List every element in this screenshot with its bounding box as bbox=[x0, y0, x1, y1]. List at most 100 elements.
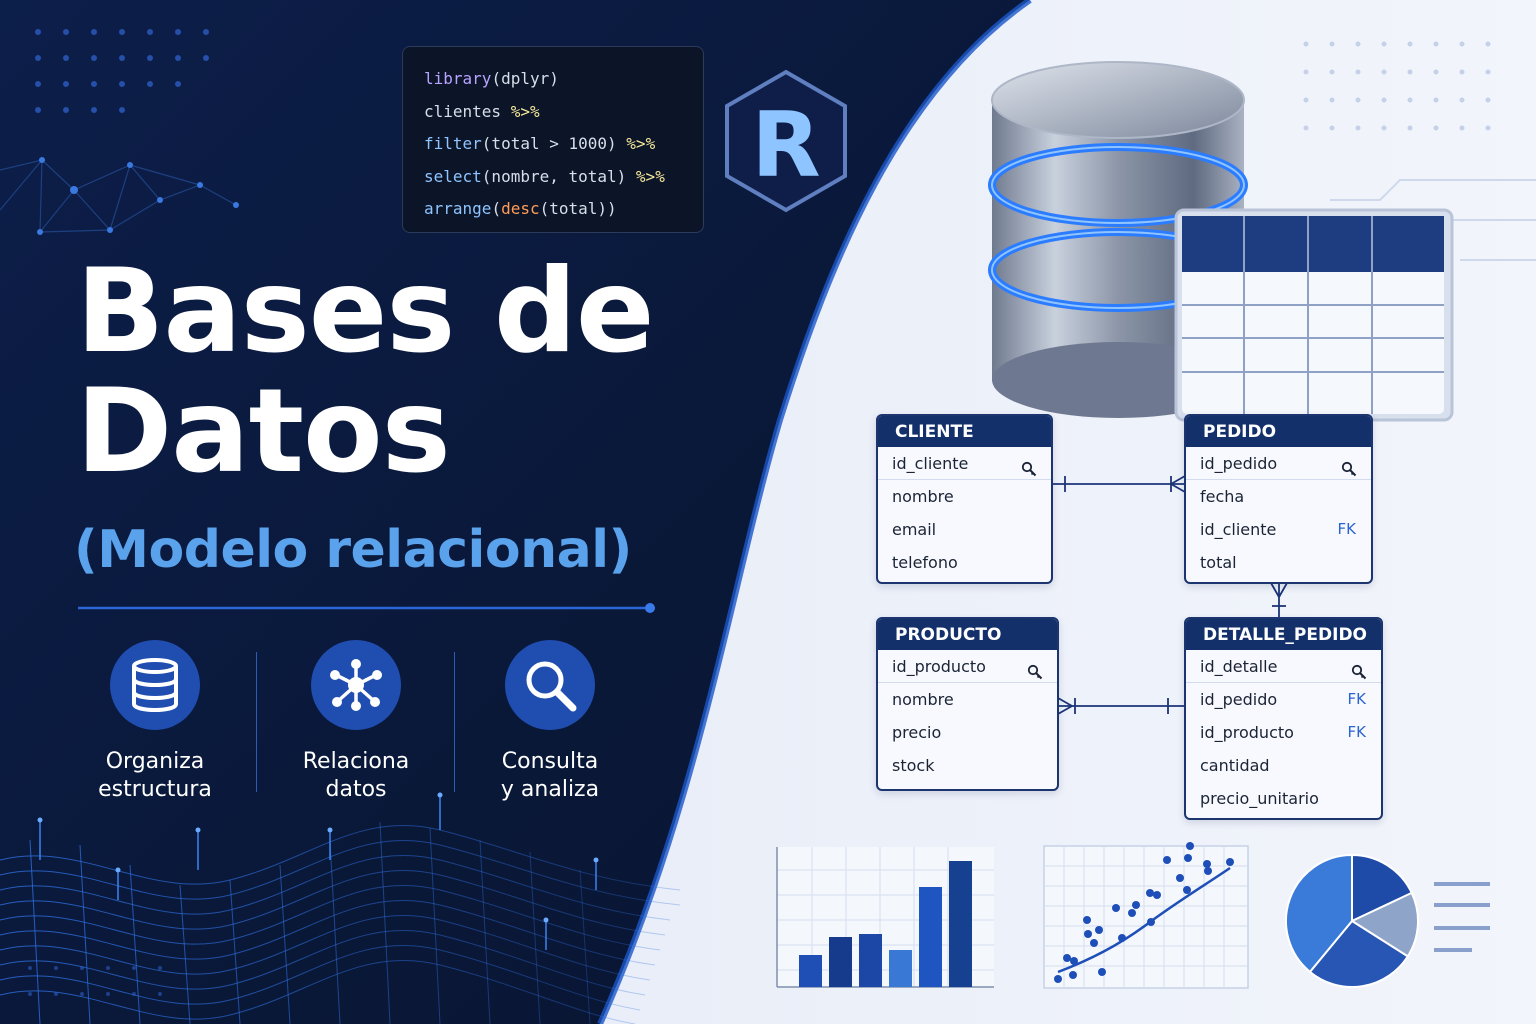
field-name: id_pedido bbox=[1200, 690, 1278, 709]
bar-mark bbox=[829, 937, 852, 987]
field-name: id_cliente bbox=[1200, 520, 1277, 539]
bar-mark bbox=[919, 887, 942, 987]
fk-badge: FK bbox=[1337, 520, 1356, 538]
entity-field: fecha bbox=[1186, 480, 1371, 513]
code-token: filter bbox=[424, 134, 482, 153]
entity-field: nombre bbox=[878, 480, 1051, 513]
code-line: arrange(desc(total)) bbox=[424, 193, 703, 226]
entity-field: id_producto FK bbox=[1186, 716, 1381, 749]
code-snippet: library(dplyr)clientes %>%filter(total >… bbox=[402, 46, 704, 233]
code-line: clientes %>% bbox=[424, 96, 703, 129]
scatter-point bbox=[1204, 867, 1212, 875]
feature-label: Organiza bbox=[105, 749, 205, 774]
code-line: select(nombre, total) %>% bbox=[424, 161, 703, 194]
scatter-point bbox=[1183, 886, 1191, 894]
scatter-point bbox=[1112, 904, 1120, 912]
fk-badge: FK bbox=[1347, 723, 1366, 741]
key-icon bbox=[1021, 455, 1037, 488]
pie-slice bbox=[1285, 853, 1353, 974]
database-icon bbox=[110, 640, 200, 730]
feature-organiza: Organiza estructura bbox=[55, 640, 255, 804]
field-name: id_cliente bbox=[892, 454, 969, 473]
scatter-point bbox=[1069, 971, 1077, 979]
entity-field: cantidad bbox=[1186, 749, 1381, 782]
bar-mark bbox=[949, 861, 972, 987]
bar-mark bbox=[799, 955, 822, 987]
field-name: fecha bbox=[1200, 487, 1245, 506]
scatter-point bbox=[1176, 874, 1184, 882]
code-token: (total)) bbox=[539, 199, 617, 218]
field-name: id_detalle bbox=[1200, 657, 1278, 676]
scatter-point bbox=[1083, 916, 1091, 924]
feature-label: Relaciona bbox=[302, 749, 410, 774]
search-icon bbox=[505, 640, 595, 730]
feature-label: estructura bbox=[98, 777, 212, 802]
code-token: desc bbox=[501, 199, 540, 218]
field-name: id_pedido bbox=[1200, 454, 1278, 473]
scatter-point bbox=[1118, 934, 1126, 942]
scatter-point bbox=[1098, 968, 1106, 976]
feature-consulta: Consulta y analiza bbox=[450, 640, 650, 804]
code-line: filter(total > 1000) %>% bbox=[424, 128, 703, 161]
field-name: cantidad bbox=[1200, 756, 1270, 775]
entity-field: precio bbox=[878, 716, 1057, 749]
divider bbox=[454, 652, 455, 792]
network-icon bbox=[311, 640, 401, 730]
pie-slice bbox=[1308, 919, 1410, 988]
entity-field: email bbox=[878, 513, 1051, 546]
code-token: clientes bbox=[424, 101, 511, 121]
code-token: %>% bbox=[626, 134, 656, 153]
scatter-point bbox=[1146, 889, 1154, 897]
scatter-point bbox=[1163, 856, 1171, 864]
table-sheet-icon bbox=[1174, 208, 1454, 422]
fk-badge: FK bbox=[1347, 690, 1366, 708]
entity-field: stock bbox=[878, 749, 1057, 782]
entity-field: precio_unitario bbox=[1186, 782, 1381, 815]
field-name: nombre bbox=[892, 690, 954, 709]
title-line-1: Bases de bbox=[76, 244, 655, 379]
scatter-point bbox=[1070, 957, 1078, 965]
field-name: precio_unitario bbox=[1200, 789, 1319, 808]
code-token: ( bbox=[491, 199, 502, 218]
code-line: library(dplyr) bbox=[424, 63, 703, 96]
field-name: email bbox=[892, 520, 937, 539]
entity-field: id_cliente FK bbox=[1186, 513, 1371, 546]
entity-header: DETALLE_PEDIDO bbox=[1186, 619, 1381, 650]
scatter-point bbox=[1063, 954, 1071, 962]
r-logo-letter: R bbox=[751, 93, 820, 198]
entity-header: PEDIDO bbox=[1186, 416, 1371, 447]
code-token: %>% bbox=[510, 101, 540, 121]
scatter-point bbox=[1095, 926, 1103, 934]
feature-relaciona: Relaciona datos bbox=[256, 640, 456, 804]
code-token: select bbox=[424, 166, 482, 186]
field-name: total bbox=[1200, 553, 1237, 572]
scatter-point bbox=[1203, 860, 1211, 868]
key-icon bbox=[1341, 455, 1357, 488]
field-name: id_producto bbox=[892, 657, 986, 676]
entity-header: PRODUCTO bbox=[878, 619, 1057, 650]
entity-field: telefono bbox=[878, 546, 1051, 579]
scatter-point bbox=[1184, 854, 1192, 862]
er-relationships bbox=[1052, 475, 1288, 715]
code-token: library bbox=[424, 69, 492, 88]
scatter-point bbox=[1128, 909, 1136, 917]
code-token: (total > 1000) bbox=[481, 134, 627, 153]
mini-pie-chart bbox=[1285, 853, 1490, 988]
key-icon bbox=[1351, 658, 1367, 691]
scatter-point bbox=[1186, 842, 1194, 850]
field-name: stock bbox=[892, 756, 935, 775]
entity-field: id_cliente bbox=[878, 447, 1051, 480]
field-name: precio bbox=[892, 723, 942, 742]
field-name: id_producto bbox=[1200, 723, 1294, 742]
scatter-point bbox=[1054, 975, 1062, 983]
entity-field: total bbox=[1186, 546, 1371, 579]
scatter-point bbox=[1147, 918, 1155, 926]
feature-label: datos bbox=[325, 777, 387, 802]
scatter-point bbox=[1132, 901, 1140, 909]
field-name: telefono bbox=[892, 553, 958, 572]
entity-header: CLIENTE bbox=[878, 416, 1051, 447]
